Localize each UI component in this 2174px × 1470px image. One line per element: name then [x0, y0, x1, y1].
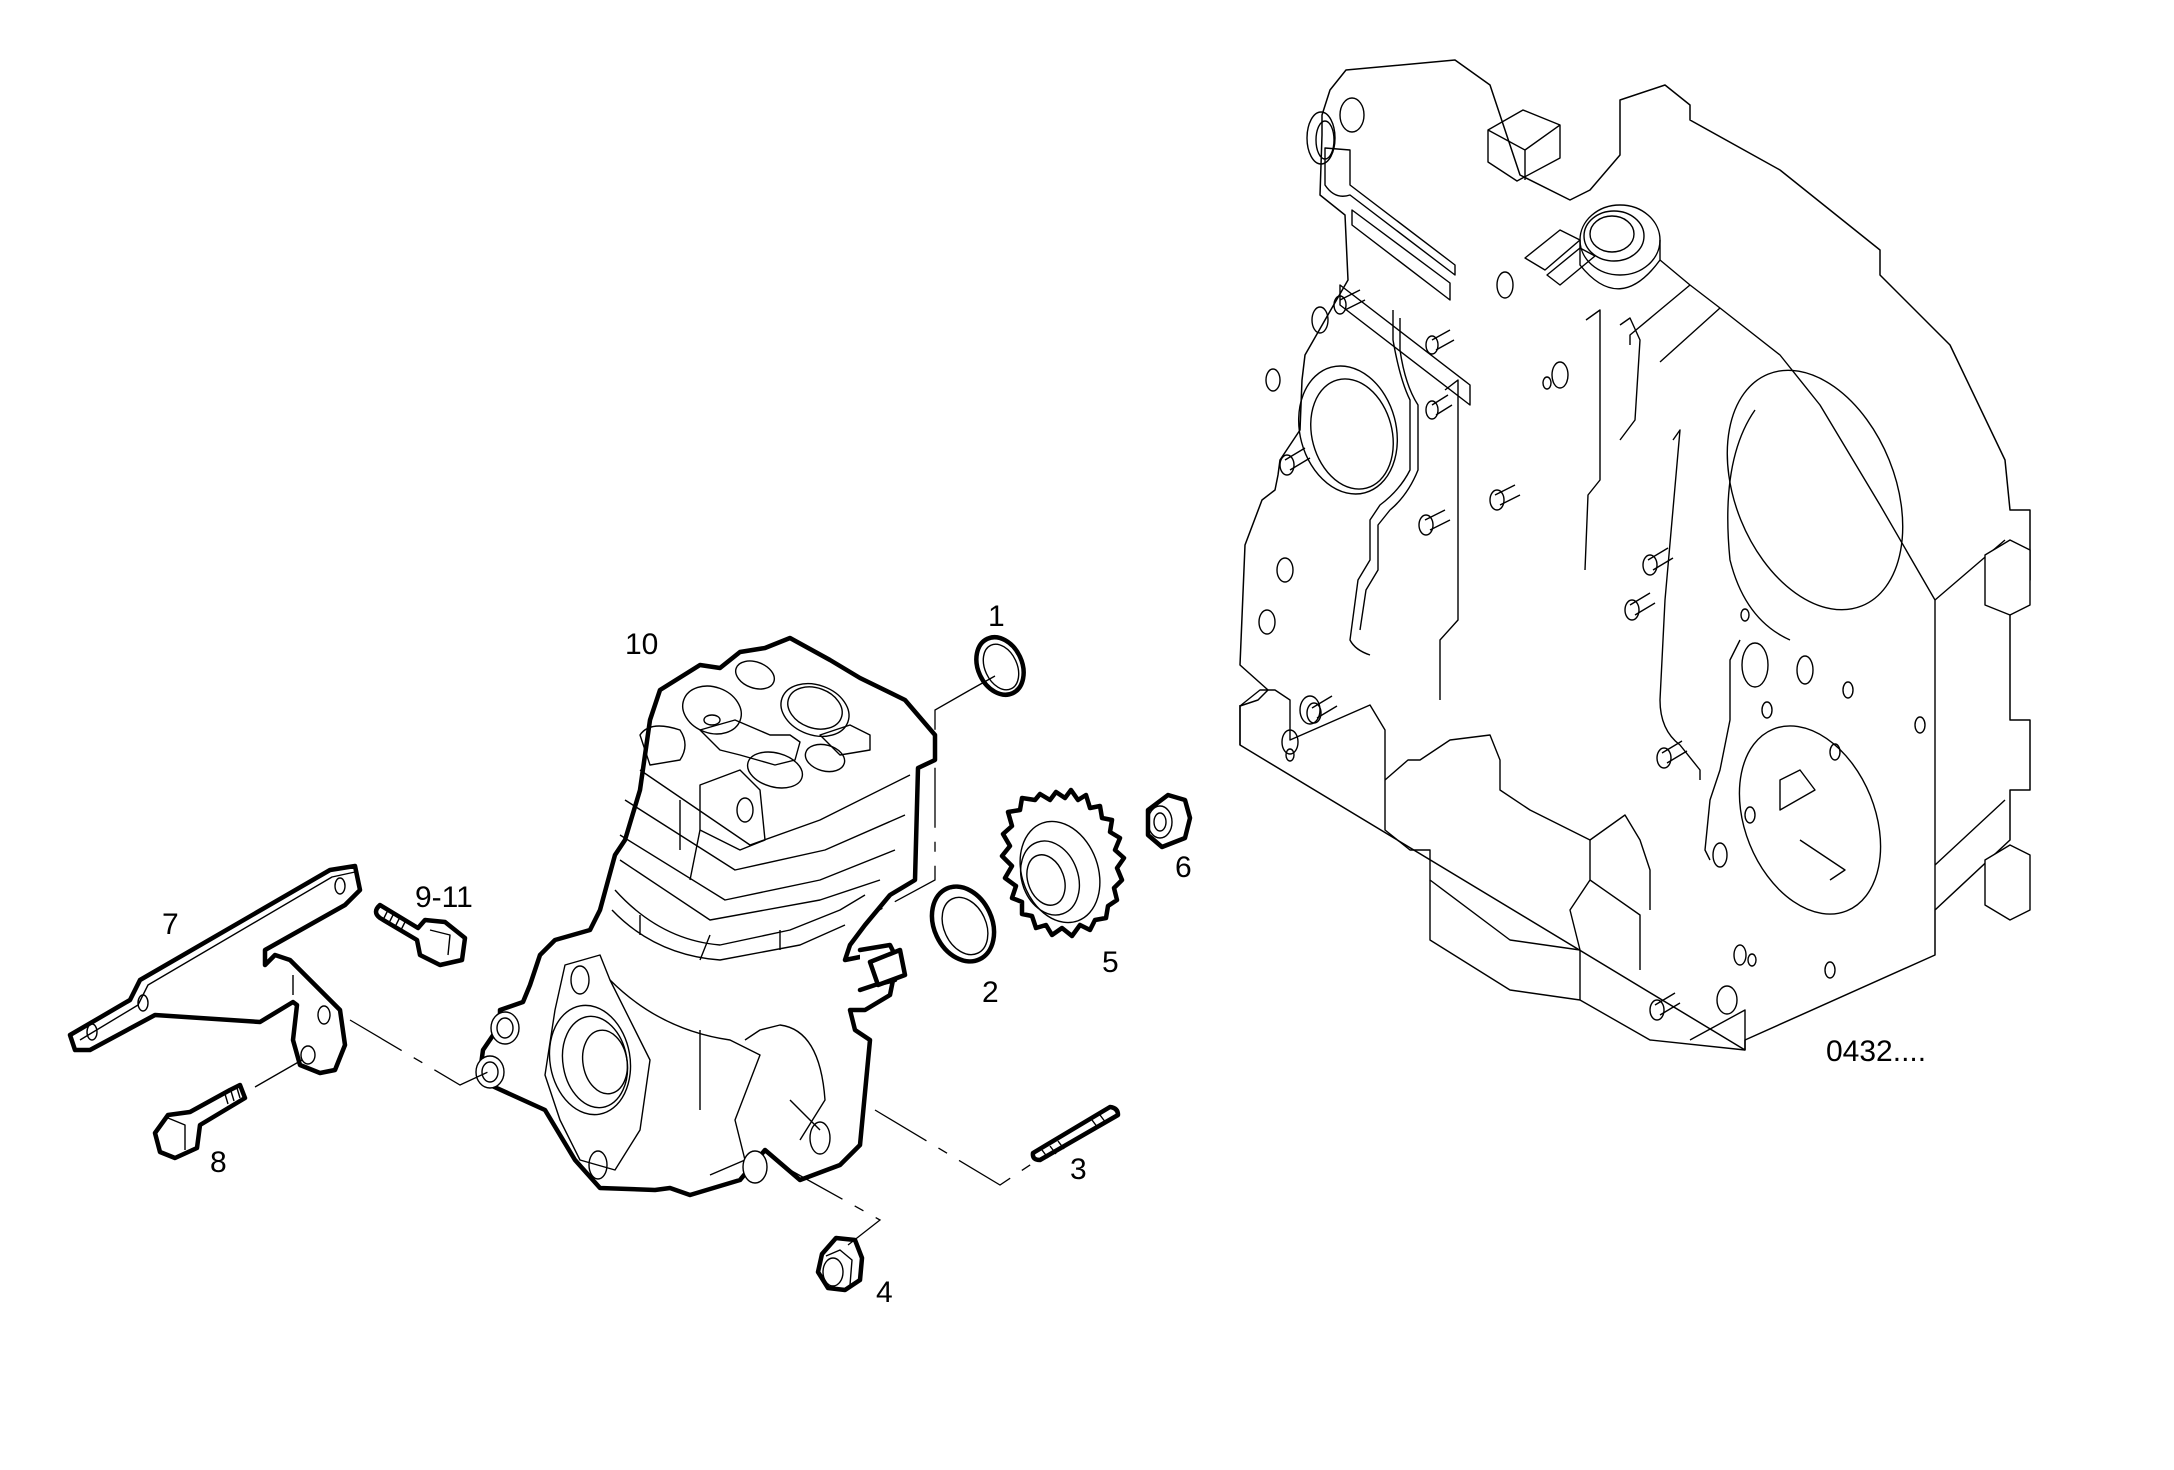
o-ring-lower-2: [929, 884, 997, 964]
drive-gear-5: [999, 787, 1127, 939]
air-compressor-10: [475, 635, 938, 1198]
flange-bolt-8: [152, 1082, 248, 1161]
reference-code: 0432....: [1826, 1035, 1927, 1068]
timing-gear-housing: [1239, 59, 2031, 1051]
callout-3: 3: [1070, 1153, 1087, 1186]
callout-2: 2: [982, 976, 999, 1009]
flange-nut-4: [815, 1235, 865, 1293]
o-ring-upper-1: [974, 635, 1026, 697]
callout-10: 10: [625, 628, 659, 661]
callout-1: 1: [988, 600, 1005, 633]
callout-8: 8: [210, 1146, 227, 1179]
callout-9-11: 9-11: [415, 881, 473, 914]
leader-lines: [254, 675, 1034, 1246]
stud-3: [1030, 1104, 1121, 1163]
callout-4: 4: [876, 1276, 893, 1309]
callout-5: 5: [1102, 946, 1119, 979]
gear-nut-6: [1145, 792, 1193, 850]
flange-bolt-9-11: [373, 902, 468, 968]
callout-7: 7: [162, 908, 179, 941]
callout-6: 6: [1175, 851, 1192, 884]
support-bracket-7: [67, 863, 363, 1076]
